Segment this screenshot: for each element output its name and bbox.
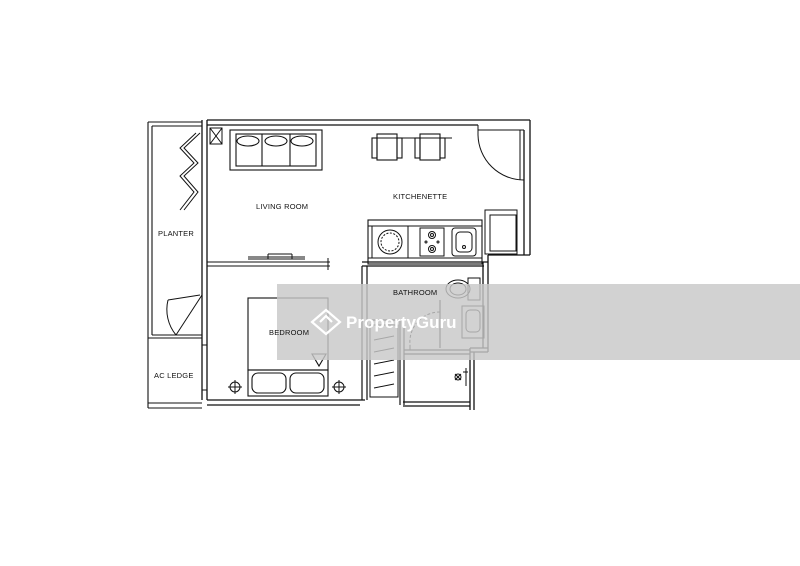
shower-icon	[454, 368, 468, 386]
dining-chairs-icon	[371, 133, 452, 161]
entrance-door-swing	[477, 125, 525, 181]
shoe-cabinet	[484, 209, 518, 255]
home-logo-icon	[310, 308, 342, 336]
watermark-band	[277, 284, 800, 360]
label-kitchenette: KITCHENETTE	[393, 192, 447, 201]
label-living-room: LIVING ROOM	[256, 202, 308, 211]
ac-ledge-door	[202, 344, 207, 391]
sliding-partition	[206, 253, 330, 270]
sofa-icon	[229, 129, 323, 171]
vent-box	[209, 127, 223, 145]
watermark-text: PropertyGuru	[346, 313, 457, 332]
folding-door-planter	[179, 132, 201, 211]
kitchen-sink-icon	[451, 227, 477, 257]
label-ac-ledge: AC LEDGE	[154, 371, 194, 380]
label-bedroom: BEDROOM	[269, 328, 309, 337]
label-bathroom: BATHROOM	[393, 288, 437, 297]
hob-icon	[419, 227, 445, 257]
outer-walls	[201, 119, 531, 410]
label-planter: PLANTER	[158, 229, 194, 238]
planter-strip	[147, 121, 202, 409]
door-swing-planter	[166, 294, 203, 336]
lamp-icon	[228, 380, 346, 394]
washing-machine-icon	[371, 225, 409, 259]
